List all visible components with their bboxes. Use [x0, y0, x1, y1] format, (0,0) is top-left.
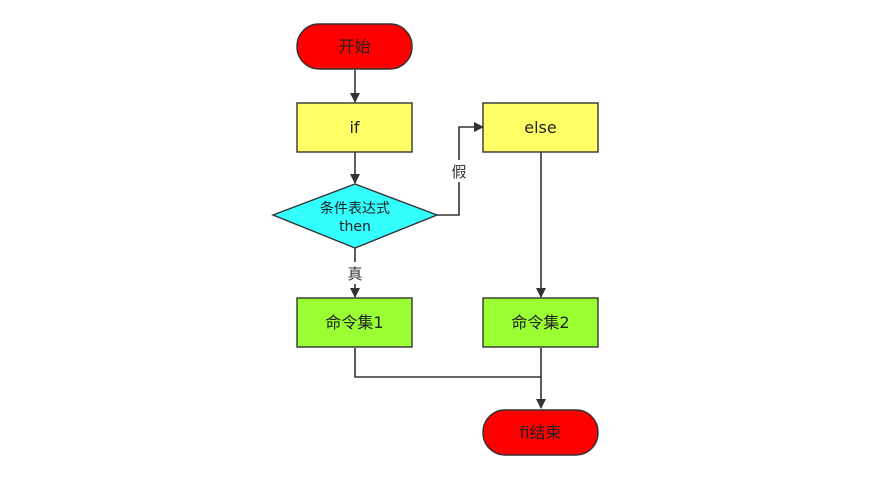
node-condition[interactable]: 条件表达式 then [271, 183, 439, 249]
edge-cmd1-to-end [354, 348, 541, 378]
node-if[interactable]: if [296, 102, 413, 153]
condition-label-line1: 条件表达式 [320, 200, 390, 217]
condition-shape [271, 183, 439, 249]
edge-label-true: 真 [347, 265, 362, 283]
true-label-bg [344, 262, 366, 284]
else-label: else [524, 118, 556, 137]
cmd1-label: 命令集1 [325, 313, 383, 332]
node-else[interactable]: else [482, 102, 599, 153]
node-start[interactable]: 开始 [296, 23, 413, 70]
else-shape [482, 102, 599, 153]
cmd2-shape [482, 297, 599, 348]
edge-label-false: 假 [451, 163, 466, 181]
condition-label-line2: then [339, 219, 371, 235]
cmd2-label: 命令集2 [511, 313, 569, 332]
start-shape [296, 23, 413, 70]
if-shape [296, 102, 413, 153]
node-cmd1[interactable]: 命令集1 [296, 297, 413, 348]
end-shape [482, 409, 599, 456]
end-label: fi结束 [519, 423, 561, 442]
if-label: if [349, 118, 359, 137]
cmd1-shape [296, 297, 413, 348]
false-label-bg [448, 160, 470, 182]
node-cmd2[interactable]: 命令集2 [482, 297, 599, 348]
start-label: 开始 [338, 37, 370, 56]
node-end[interactable]: fi结束 [482, 409, 599, 456]
